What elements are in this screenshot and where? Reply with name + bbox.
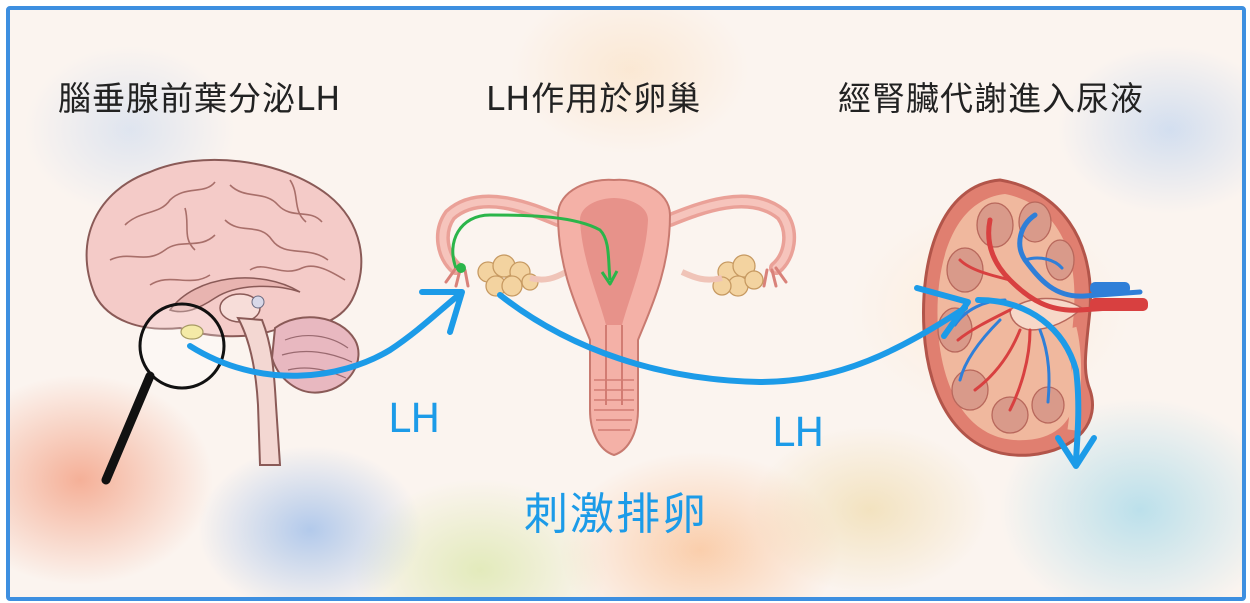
brain-illustration: [87, 160, 362, 480]
uterus-illustration: [443, 180, 789, 455]
heading-lh-acts-on-ovary: LH作用於卵巢: [486, 72, 701, 120]
heading-pituitary-secretion: 腦垂腺前葉分泌LH: [58, 72, 341, 120]
heading-kidney-metabolism: 經腎臟代謝進入尿液: [838, 72, 1144, 120]
magnifying-glass-icon: [106, 304, 224, 480]
diagram-frame: 腦垂腺前葉分泌LH LH作用於卵巢 經腎臟代謝進入尿液 LH LH 刺激排卵: [6, 6, 1246, 601]
lh-label-second: LH: [772, 410, 824, 456]
stimulate-ovulation-label: 刺激排卵: [524, 478, 708, 542]
lh-label-first: LH: [388, 396, 440, 442]
lh-arrow-ovary-to-kidney: [500, 295, 965, 382]
